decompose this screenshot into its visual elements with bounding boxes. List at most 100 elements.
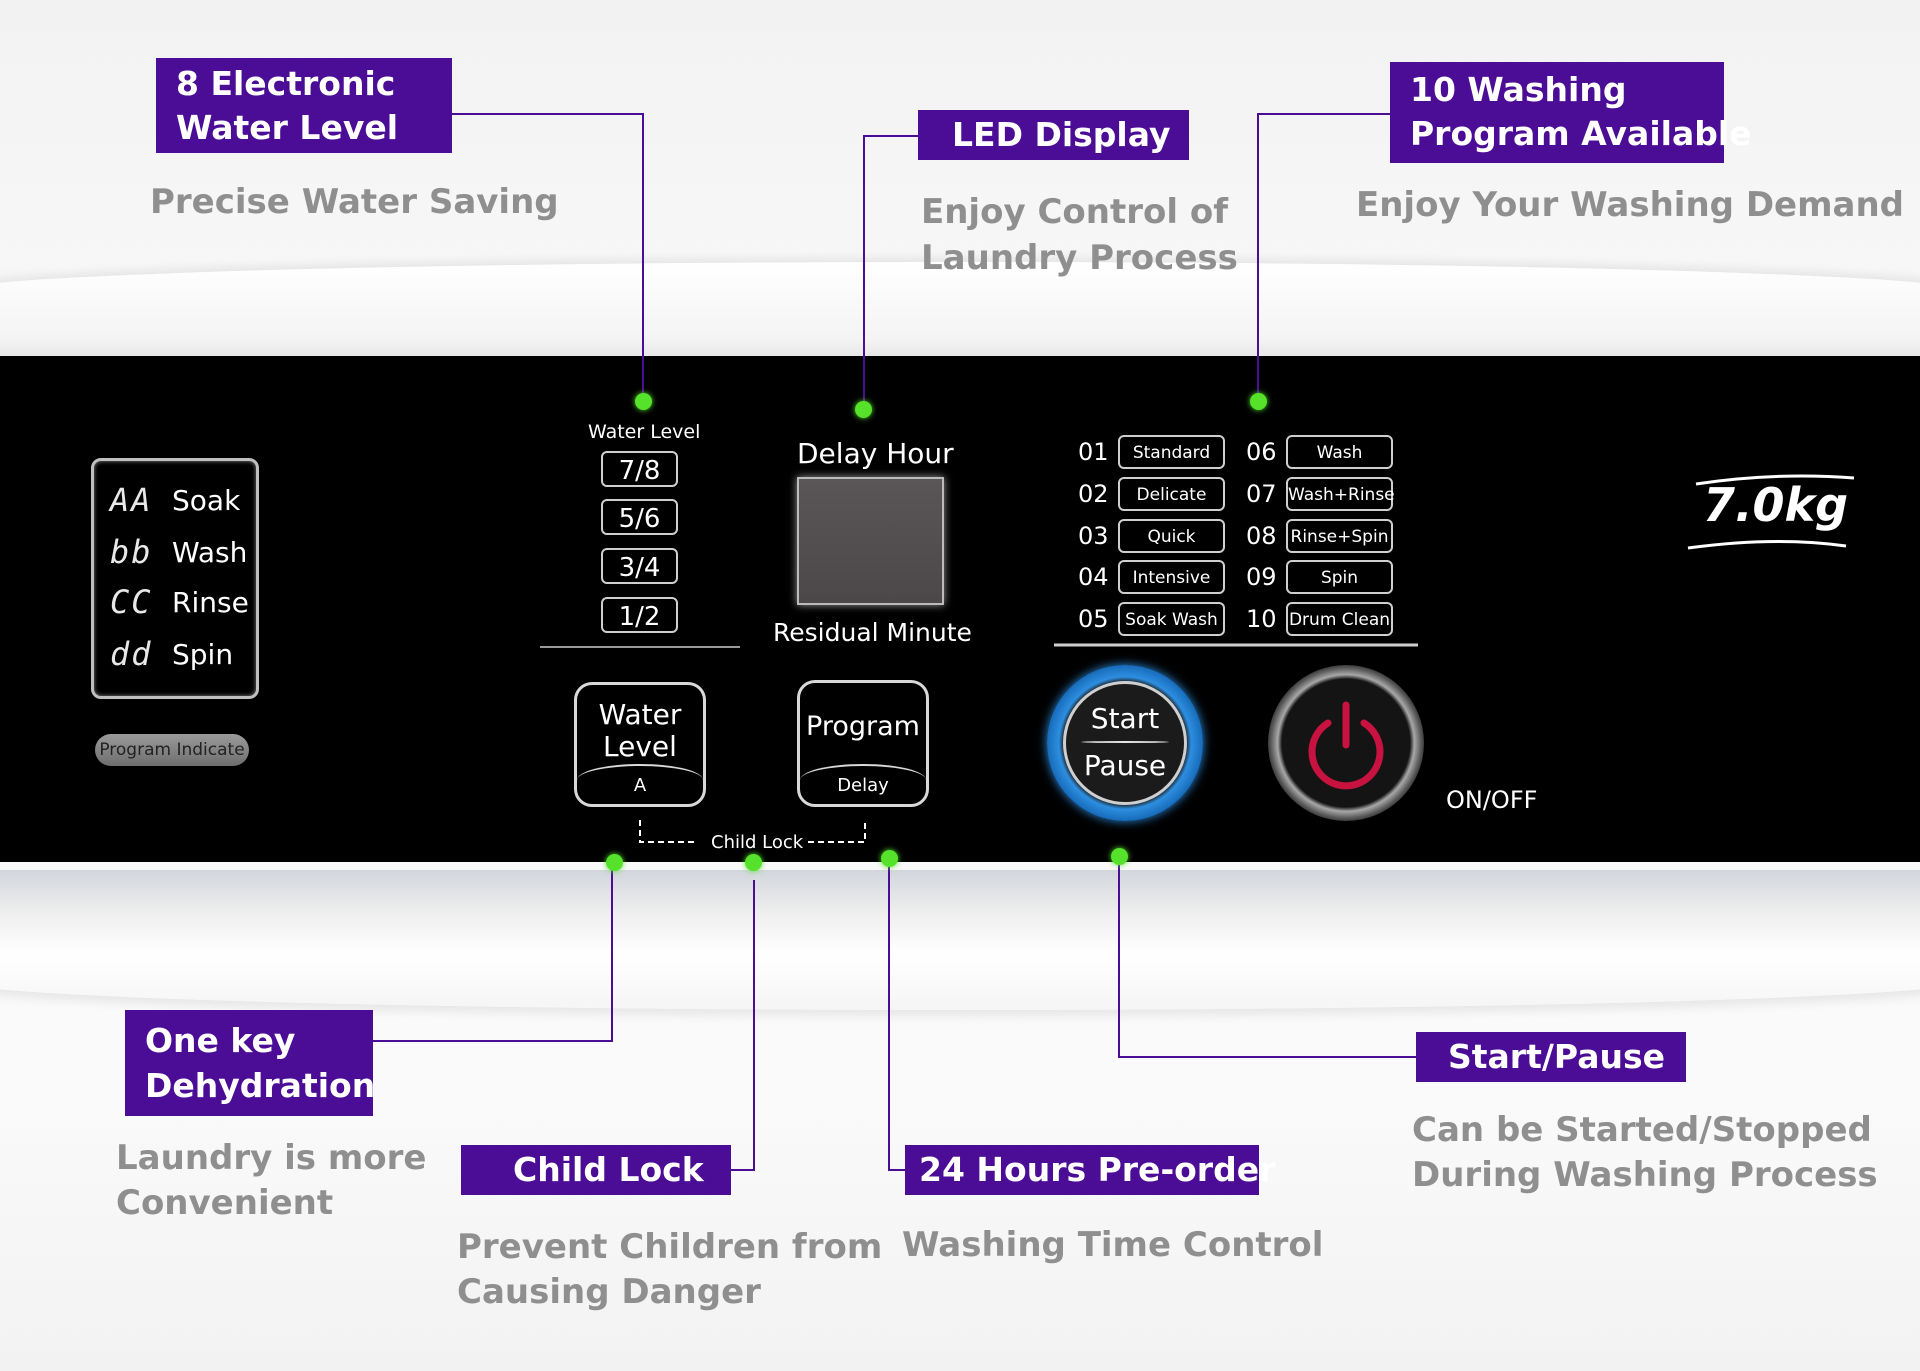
program-number: 07: [1246, 480, 1277, 508]
capacity-label: 7.0kg: [1703, 478, 1849, 532]
callout-preorder: 24 Hours Pre-order: [905, 1145, 1275, 1195]
on-off-label: ON/OFF: [1446, 786, 1538, 814]
program-number: 08: [1246, 522, 1277, 550]
program-row: 09 Spin: [1246, 560, 1393, 594]
program-number: 09: [1246, 563, 1277, 591]
callout-programs-title-2: Program Available: [1410, 114, 1752, 153]
program-standard[interactable]: Standard: [1118, 435, 1225, 469]
start-pause-divider: [1081, 741, 1169, 743]
callout-start-pause: Start/Pause: [1416, 1032, 1686, 1082]
callout-child-lock-desc-1: Prevent Children from: [457, 1227, 883, 1267]
program-row: 10 Drum Clean: [1246, 602, 1393, 636]
water-level-title: Water Level: [588, 421, 701, 443]
program-indicator: AA Soak bb Wash CC Rinse dd Spin: [91, 458, 259, 699]
callout-led-desc-1: Enjoy Control of: [921, 192, 1228, 232]
callout-programs-desc: Enjoy Your Washing Demand: [1356, 185, 1905, 225]
callout-water-level: 8 Electronic Water Level: [156, 58, 452, 153]
callout-dehydration: One key Dehydration: [125, 1010, 376, 1116]
dehydration-sub-label: A dehydration: [577, 764, 703, 804]
indicator-code: dd: [110, 635, 153, 673]
indicator-code: AA: [110, 481, 153, 519]
indicator-label: Spin: [172, 637, 234, 671]
program-number: 03: [1078, 522, 1109, 550]
delay-hour-label: Delay Hour: [797, 437, 954, 470]
program-spin[interactable]: Spin: [1286, 560, 1393, 594]
indicator-row-spin: dd Spin: [110, 629, 233, 679]
callout-water-level-title-2: Water Level: [176, 108, 399, 147]
indicator-row-rinse: CC Rinse: [110, 577, 249, 627]
program-number: 10: [1246, 605, 1277, 633]
callout-led-desc-2: Laundry Process: [921, 238, 1238, 278]
child-lock-label: Child Lock: [711, 832, 804, 853]
callout-water-level-title-1: 8 Electronic: [176, 64, 396, 103]
water-level-button-line2: Level: [603, 730, 677, 763]
program-row: 02 Delicate: [1078, 477, 1225, 511]
program-row: 08 Rinse+Spin: [1246, 519, 1393, 553]
indicator-dot-child-lock: [745, 854, 762, 871]
program-row: 07 Wash+Rinse: [1246, 477, 1395, 511]
program-intensive[interactable]: Intensive: [1118, 560, 1225, 594]
callout-dehydration-title-1: One key: [145, 1021, 296, 1060]
indicator-label: Rinse: [172, 585, 249, 619]
water-level-button-line1: Water: [598, 698, 682, 731]
start-pause-button[interactable]: Start Pause: [1047, 665, 1203, 821]
program-wash-rinse[interactable]: Wash+Rinse: [1286, 477, 1395, 511]
program-indicate-label: Program Indicate: [95, 734, 249, 766]
indicator-code: bb: [110, 533, 153, 571]
program-row: 03 Quick: [1078, 519, 1225, 553]
program-button-label: Program: [806, 711, 920, 742]
indicator-dot-start-pause: [1111, 848, 1128, 865]
residual-minute-label: Residual Minute: [773, 618, 972, 647]
callout-water-level-desc: Precise Water Saving: [150, 182, 559, 222]
power-button[interactable]: [1268, 665, 1424, 821]
program-number: 02: [1078, 480, 1109, 508]
indicator-dot-led-display: [855, 401, 872, 418]
water-level-1-2[interactable]: 1/2: [601, 597, 678, 633]
program-row: 05 Soak Wash: [1078, 602, 1225, 636]
indicator-dot-preorder: [881, 850, 898, 867]
program-number: 01: [1078, 438, 1109, 466]
program-row: 01 Standard: [1078, 435, 1225, 469]
program-quick[interactable]: Quick: [1118, 519, 1225, 553]
program-number: 04: [1078, 563, 1109, 591]
program-number: 05: [1078, 605, 1109, 633]
callout-start-pause-desc-1: Can be Started/Stopped: [1412, 1110, 1872, 1150]
indicator-code: CC: [110, 583, 153, 621]
indicator-dot-programs: [1250, 393, 1267, 410]
indicator-label: Wash: [172, 535, 248, 569]
water-level-7-8[interactable]: 7/8: [601, 451, 678, 487]
callout-programs-title-1: 10 Washing: [1410, 70, 1627, 109]
water-level-button[interactable]: Water Level A dehydration: [574, 682, 706, 807]
callout-child-lock: Child Lock: [461, 1145, 731, 1195]
callout-dehydration-desc-2: Convenient: [116, 1183, 334, 1223]
body-bottom-rim: [0, 870, 1920, 1010]
indicator-label: Soak: [172, 483, 241, 517]
callout-child-lock-desc-2: Causing Danger: [457, 1272, 761, 1312]
program-number: 06: [1246, 438, 1277, 466]
capacity-swoosh: [1687, 474, 1855, 550]
program-rinse-spin[interactable]: Rinse+Spin: [1286, 519, 1393, 553]
delay-sub-label: Delay: [800, 764, 926, 804]
callout-led-display: LED Display: [918, 110, 1189, 160]
program-delicate[interactable]: Delicate: [1118, 477, 1225, 511]
indicator-row-wash: bb Wash: [110, 527, 247, 577]
pause-label: Pause: [1083, 749, 1167, 782]
callout-dehydration-title-2: Dehydration: [145, 1066, 376, 1105]
program-soak-wash[interactable]: Soak Wash: [1118, 602, 1225, 636]
callout-programs: 10 Washing Program Available: [1390, 62, 1752, 163]
led-display-screen: [797, 477, 944, 605]
callout-start-pause-desc-2: During Washing Process: [1412, 1155, 1878, 1195]
program-drum-clean[interactable]: Drum Clean: [1286, 602, 1393, 636]
indicator-dot-water-level: [635, 393, 652, 410]
start-label: Start: [1090, 702, 1160, 735]
indicator-dot-dehydration: [606, 854, 623, 871]
program-row: 06 Wash: [1246, 435, 1393, 469]
water-level-3-4[interactable]: 3/4: [601, 548, 678, 584]
program-wash[interactable]: Wash: [1286, 435, 1393, 469]
program-row: 04 Intensive: [1078, 560, 1225, 594]
power-icon: [1308, 701, 1384, 790]
water-level-5-6[interactable]: 5/6: [601, 499, 678, 535]
program-button[interactable]: Program Delay: [797, 680, 929, 807]
control-panel: [0, 356, 1920, 862]
